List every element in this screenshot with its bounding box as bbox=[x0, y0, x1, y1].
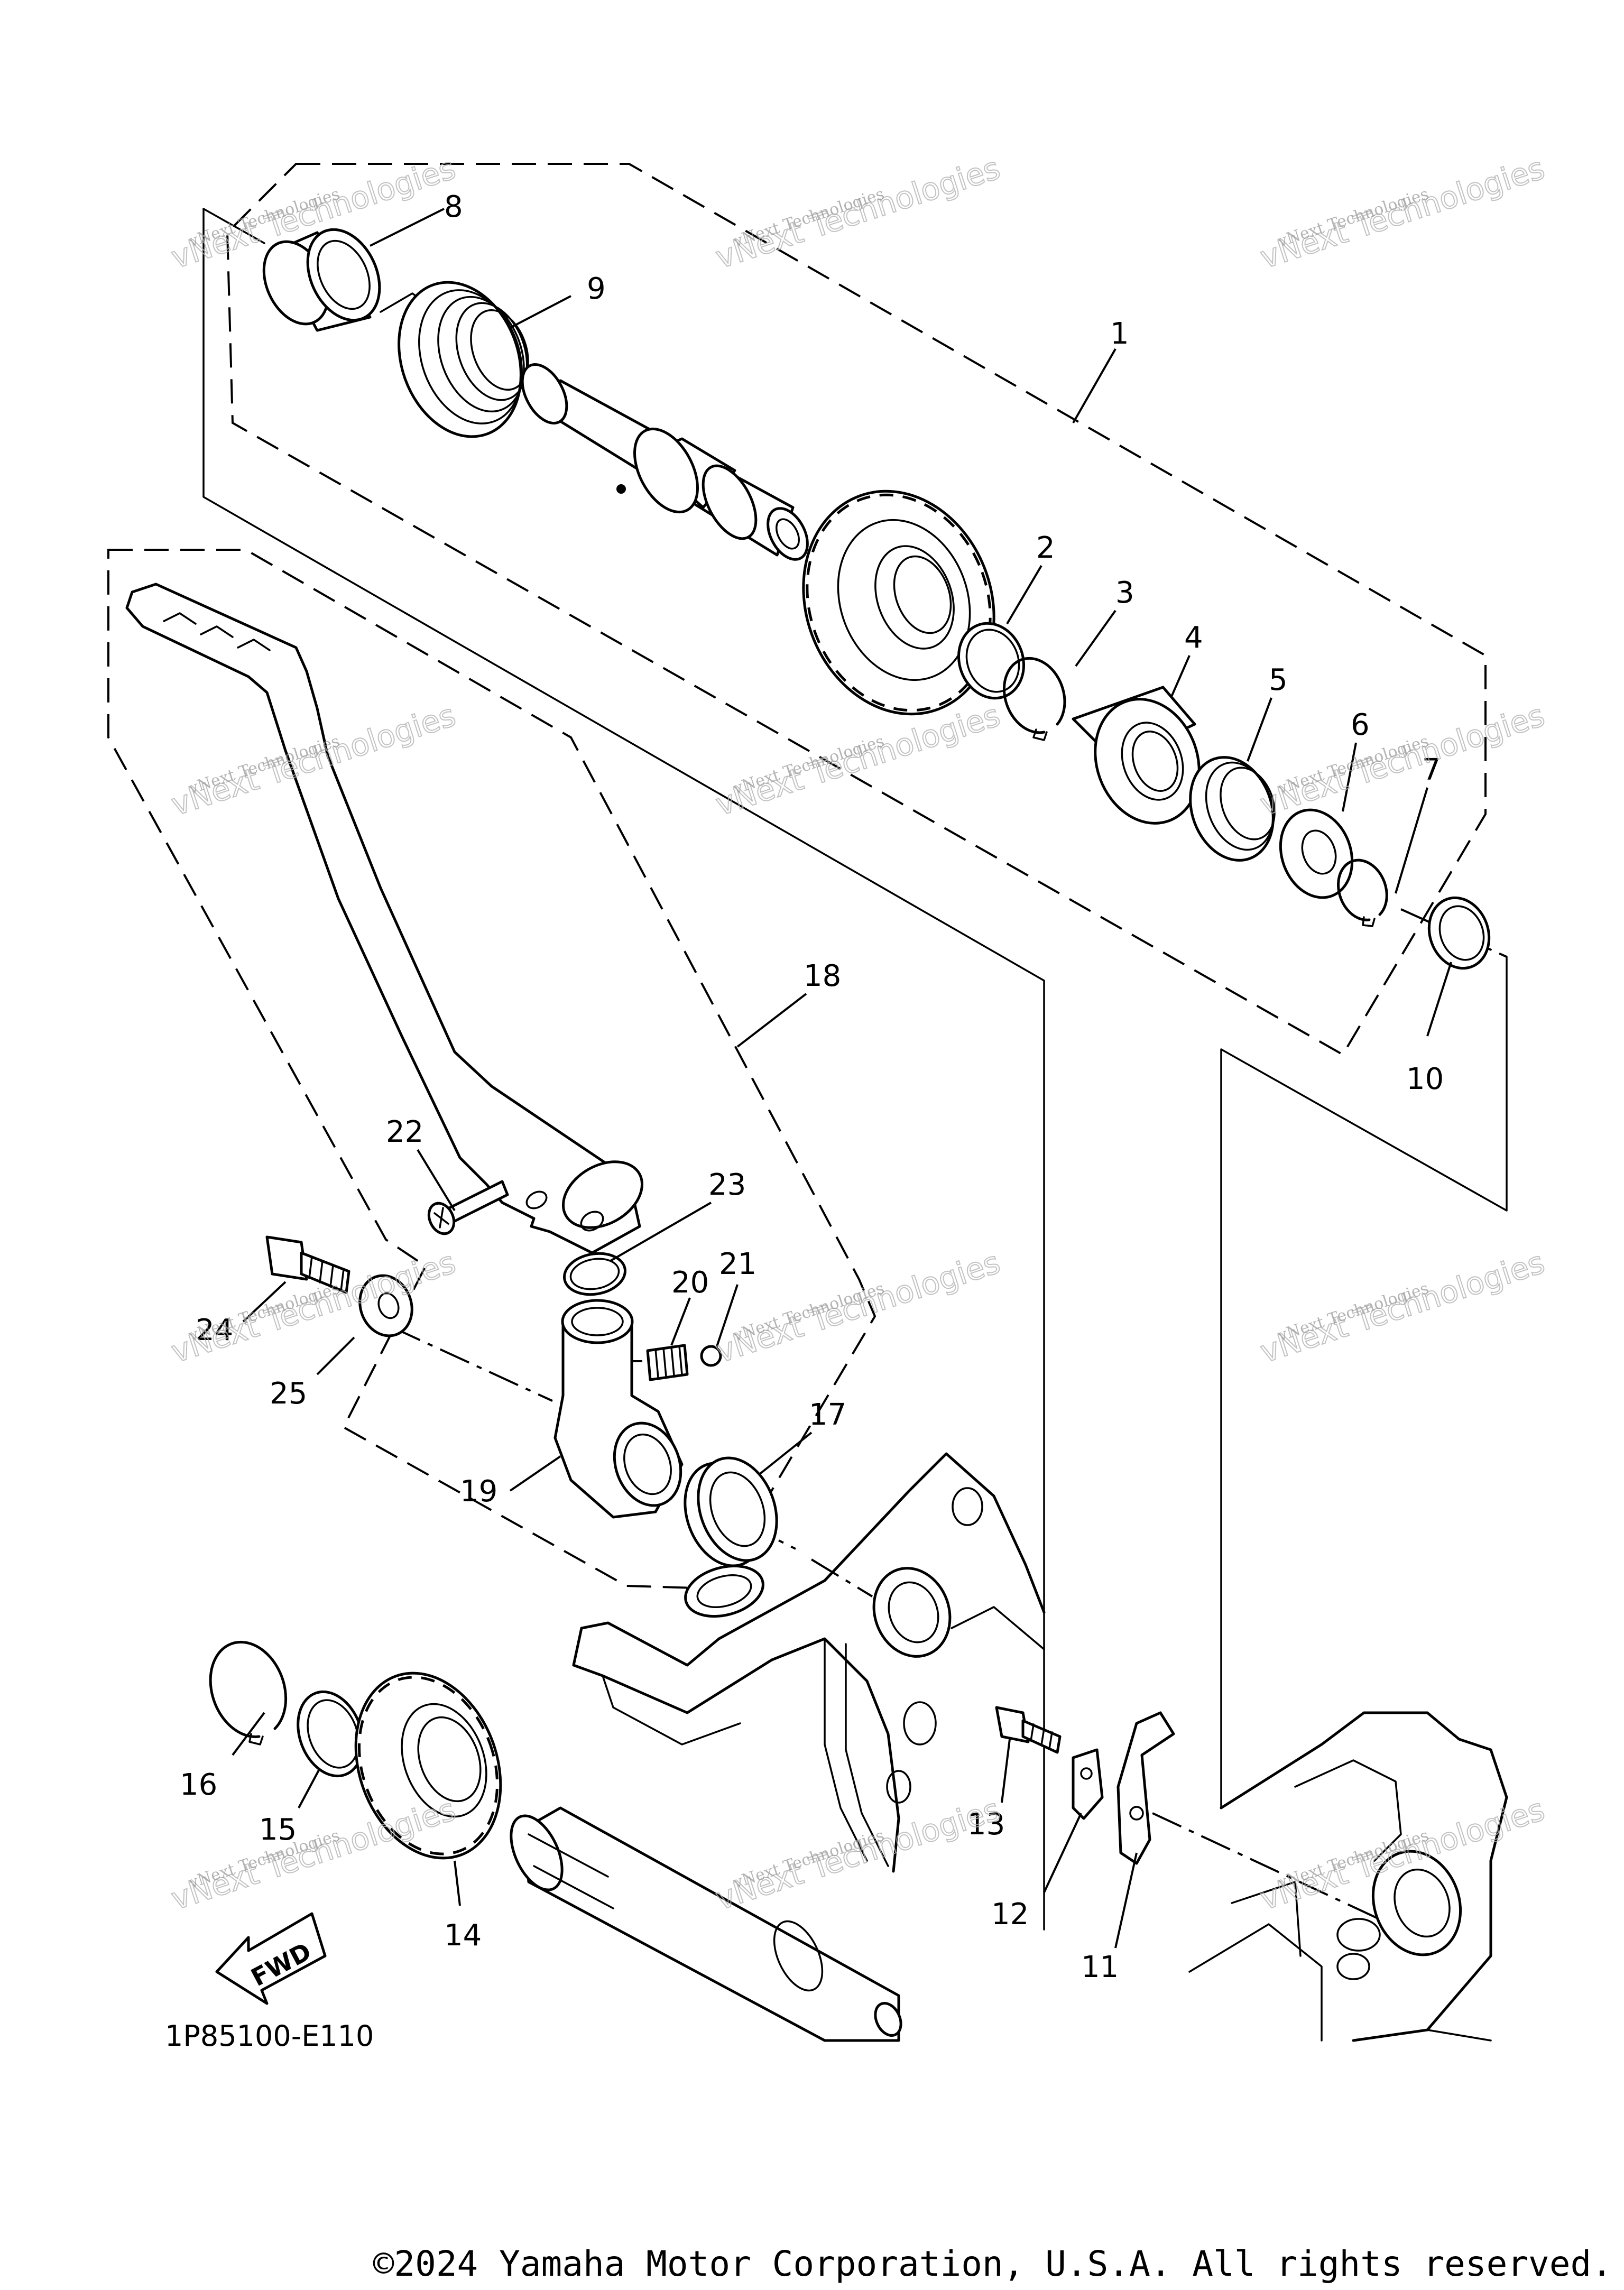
part-16-circlip bbox=[209, 1640, 288, 1746]
part-11-guide-hole bbox=[1129, 1806, 1144, 1821]
callout-20: 20 bbox=[671, 1266, 709, 1300]
axis-guide-11 bbox=[1152, 1812, 1391, 1925]
assembly-1-boundary bbox=[226, 163, 1487, 1056]
diagram-code: 1P85100-E110 bbox=[165, 2019, 374, 2053]
part-12-plate-hole bbox=[1080, 1767, 1093, 1780]
part-20-spring bbox=[646, 1344, 689, 1381]
part-11-guide bbox=[1116, 1711, 1175, 1865]
callout-3: 3 bbox=[1115, 576, 1134, 610]
callout-4: 4 bbox=[1184, 621, 1203, 655]
part-4-ratchet bbox=[1072, 686, 1201, 825]
callout-11: 11 bbox=[1081, 1950, 1119, 1984]
part-21-ball bbox=[700, 1345, 722, 1367]
callout-1: 1 bbox=[1110, 317, 1129, 351]
part-crankcase bbox=[572, 1452, 1046, 1873]
callout-5: 5 bbox=[1269, 663, 1288, 697]
part-15-washer-inner bbox=[307, 1699, 359, 1769]
watermark: vNext Technologies vNext Technologies bbox=[1256, 696, 1549, 823]
part-13-bolt bbox=[995, 1706, 1062, 1754]
fwd-arrow-icon: FWD bbox=[215, 1912, 327, 2005]
part-7-circlip bbox=[1337, 858, 1388, 927]
frame-line-right bbox=[1220, 956, 1508, 1809]
part-12-plate bbox=[1072, 1748, 1104, 1820]
part-25-washer bbox=[358, 1274, 413, 1337]
part-10-washer-inner bbox=[1438, 905, 1485, 961]
part-19-boss bbox=[553, 1299, 684, 1519]
svg-text:vNext Technologies: vNext Technologies bbox=[1256, 150, 1549, 275]
svg-text:vNext Technologies: vNext Technologies bbox=[712, 697, 1004, 823]
assembly-18-boundary bbox=[107, 549, 876, 1590]
callout-21: 21 bbox=[719, 1247, 756, 1281]
part-14-gear bbox=[354, 1672, 502, 1860]
leader-lines bbox=[232, 208, 1452, 1949]
callout-18: 18 bbox=[804, 959, 841, 993]
part-22-screw bbox=[427, 1180, 509, 1235]
svg-text:vNext Technologies: vNext Technologies bbox=[167, 1791, 460, 1917]
frame-line-top bbox=[202, 208, 265, 244]
callout-9: 9 bbox=[587, 272, 606, 306]
part-23-o-ring-inner bbox=[569, 1258, 620, 1290]
svg-text:vNext Technologies: vNext Technologies bbox=[712, 1791, 1004, 1917]
part-kick-shaft bbox=[521, 363, 809, 561]
watermark: vNext Technologies vNext Technologies bbox=[1256, 149, 1549, 276]
svg-text:vNext Technologies: vNext Technologies bbox=[1256, 697, 1549, 823]
watermark-group: vNext Technologies vNext Technologies vN… bbox=[167, 149, 1549, 1917]
callout-19: 19 bbox=[460, 1474, 497, 1509]
part-8-collar bbox=[262, 228, 381, 332]
callout-17: 17 bbox=[809, 1398, 846, 1432]
part-24-bolt bbox=[265, 1235, 350, 1294]
copyright-notice: ©2024 Yamaha Motor Corporation, U.S.A. A… bbox=[373, 2243, 1612, 2284]
part-6-washer-inner bbox=[1301, 829, 1337, 875]
watermark: vNext Technologies vNext Technologies bbox=[711, 149, 1005, 276]
callout-8: 8 bbox=[444, 190, 463, 224]
callout-14: 14 bbox=[444, 1918, 482, 1953]
callout-22: 22 bbox=[386, 1115, 423, 1149]
callout-15: 15 bbox=[259, 1813, 297, 1847]
part-engine-section bbox=[1188, 1711, 1508, 2042]
part-kick-lever bbox=[125, 583, 644, 1254]
callout-25: 25 bbox=[270, 1377, 307, 1411]
part-output-shaft bbox=[510, 1806, 902, 2042]
part-10-washer bbox=[1427, 896, 1491, 970]
callout-13: 13 bbox=[967, 1807, 1005, 1842]
callout-16: 16 bbox=[180, 1768, 217, 1802]
callout-7: 7 bbox=[1422, 753, 1441, 787]
watermark: vNext Technologies vNext Technologies bbox=[1256, 1243, 1549, 1370]
part-kick-gear bbox=[802, 490, 995, 716]
watermark: vNext Technologies vNext Technologies bbox=[711, 696, 1005, 823]
watermark: vNext Technologies vNext Technologies bbox=[711, 1790, 1005, 1917]
svg-text:vNext Technologies: vNext Technologies bbox=[1256, 1244, 1549, 1370]
callout-12: 12 bbox=[991, 1897, 1029, 1932]
part-5-spring bbox=[1189, 756, 1276, 862]
frame-line-left bbox=[202, 208, 1045, 1931]
part-25-washer-inner bbox=[377, 1292, 400, 1319]
callout-23: 23 bbox=[708, 1168, 746, 1202]
axis-case-port bbox=[810, 1558, 873, 1598]
watermark: vNext Technologies vNext Technologies bbox=[167, 1790, 460, 1917]
part-17-oil-seal bbox=[684, 1456, 778, 1567]
part-9-torsion-spring bbox=[380, 281, 529, 438]
axis-bolt-24 bbox=[391, 1326, 553, 1402]
callout-10: 10 bbox=[1406, 1062, 1444, 1096]
callout-24: 24 bbox=[196, 1313, 233, 1347]
part-3-circlip bbox=[1003, 657, 1066, 741]
svg-text:vNext Technologies: vNext Technologies bbox=[712, 150, 1004, 275]
part-6-washer bbox=[1279, 808, 1354, 899]
callout-2: 2 bbox=[1036, 531, 1055, 565]
callout-6: 6 bbox=[1351, 708, 1370, 742]
